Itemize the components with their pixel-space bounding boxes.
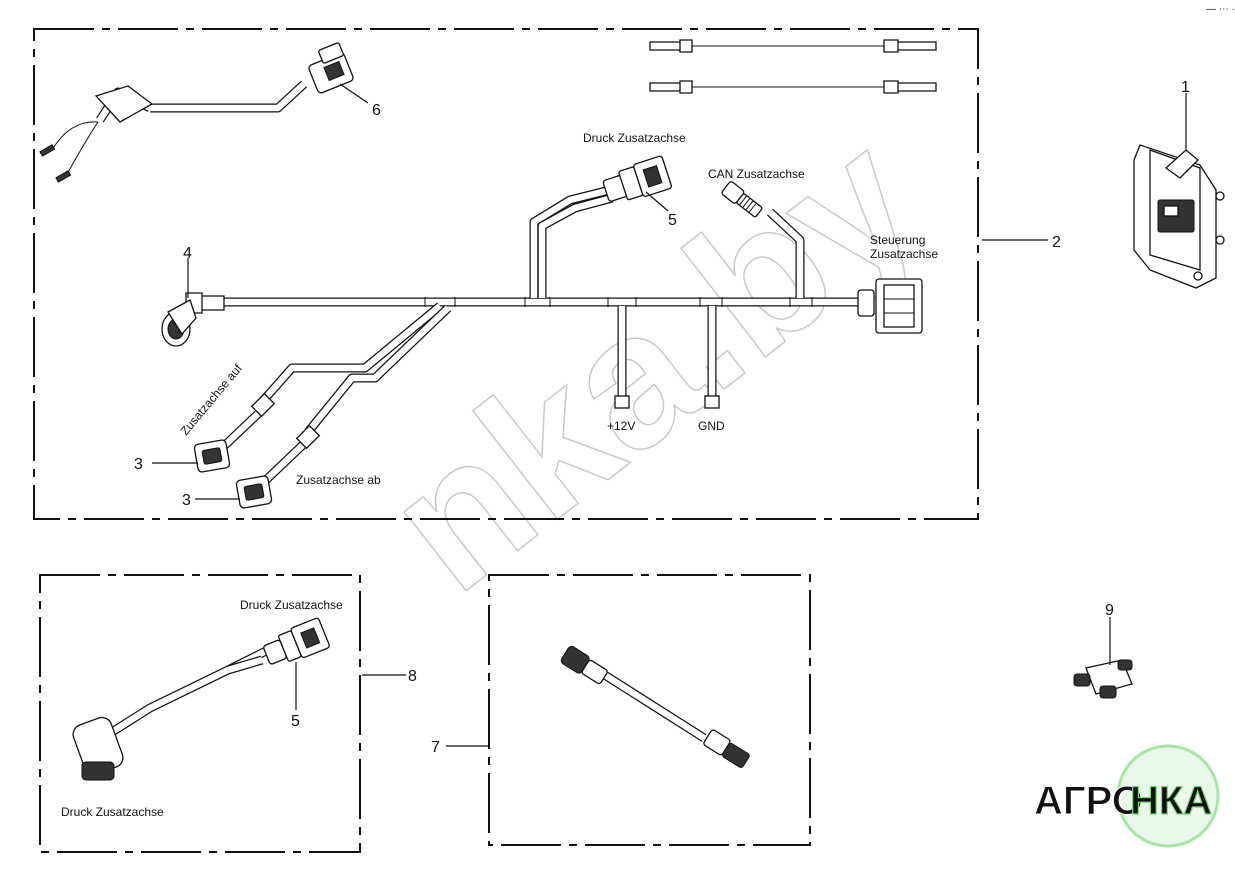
harness-8 (72, 617, 330, 781)
loose-wires (649, 39, 937, 94)
label-steuerung-zusatzachse: Zusatzachse (870, 247, 938, 261)
frame-kit-7 (488, 574, 811, 846)
label-gnd: GND (698, 419, 725, 433)
label-zusatzachse-auf: Zusatzachse auf (178, 361, 246, 438)
connector-4-round (161, 292, 225, 347)
gnd-ring-terminal (704, 395, 720, 409)
callout-2: 2 (1052, 234, 1061, 251)
label-zusatzachse-ab: Zusatzachse ab (296, 473, 381, 487)
leader-lines (152, 83, 1187, 747)
connector-3-auf (193, 439, 231, 473)
corner-mark: — ⋯ · (1206, 4, 1235, 15)
connector-3-ab (235, 475, 273, 509)
callout-3-ab: 3 (182, 492, 191, 509)
connector-can (721, 181, 763, 218)
callout-7: 7 (431, 739, 440, 756)
logo-text-right: НКА (1130, 779, 1212, 823)
label-druck-zusatzachse-top: Druck Zusatzachse (583, 131, 686, 145)
harness-6 (39, 42, 354, 183)
callout-5-main: 5 (668, 212, 677, 229)
control-unit-1 (1133, 144, 1225, 289)
frame-kit-2 (33, 28, 979, 520)
callout-4: 4 (183, 245, 192, 262)
callout-3-auf: 3 (134, 456, 143, 473)
main-harness (218, 185, 862, 484)
t-piece-9 (1073, 659, 1133, 699)
agro-nka-logo: АГРО НКА (1034, 744, 1220, 848)
label-steuerung: Steuerung (870, 233, 925, 247)
connector-5-druck (602, 155, 672, 202)
label-druck-zusatzachse-box8-bottom: Druck Zusatzachse (61, 805, 164, 819)
callout-6: 6 (372, 102, 381, 119)
callout-8: 8 (408, 668, 417, 685)
frame-kit-8 (39, 574, 361, 853)
connector-steuerung (857, 278, 923, 334)
label-druck-zusatzachse-box8-top: Druck Zusatzachse (240, 598, 343, 612)
callout-1: 1 (1181, 79, 1190, 96)
callout-9: 9 (1105, 602, 1114, 619)
cable-7 (560, 645, 750, 768)
label-plus12v: +12V (607, 419, 635, 433)
logo-text-left: АГРО (1034, 779, 1143, 823)
label-can-zusatzachse: CAN Zusatzachse (708, 167, 805, 181)
plus12v-ring-terminal (614, 395, 630, 409)
callout-5-box8: 5 (291, 713, 300, 730)
